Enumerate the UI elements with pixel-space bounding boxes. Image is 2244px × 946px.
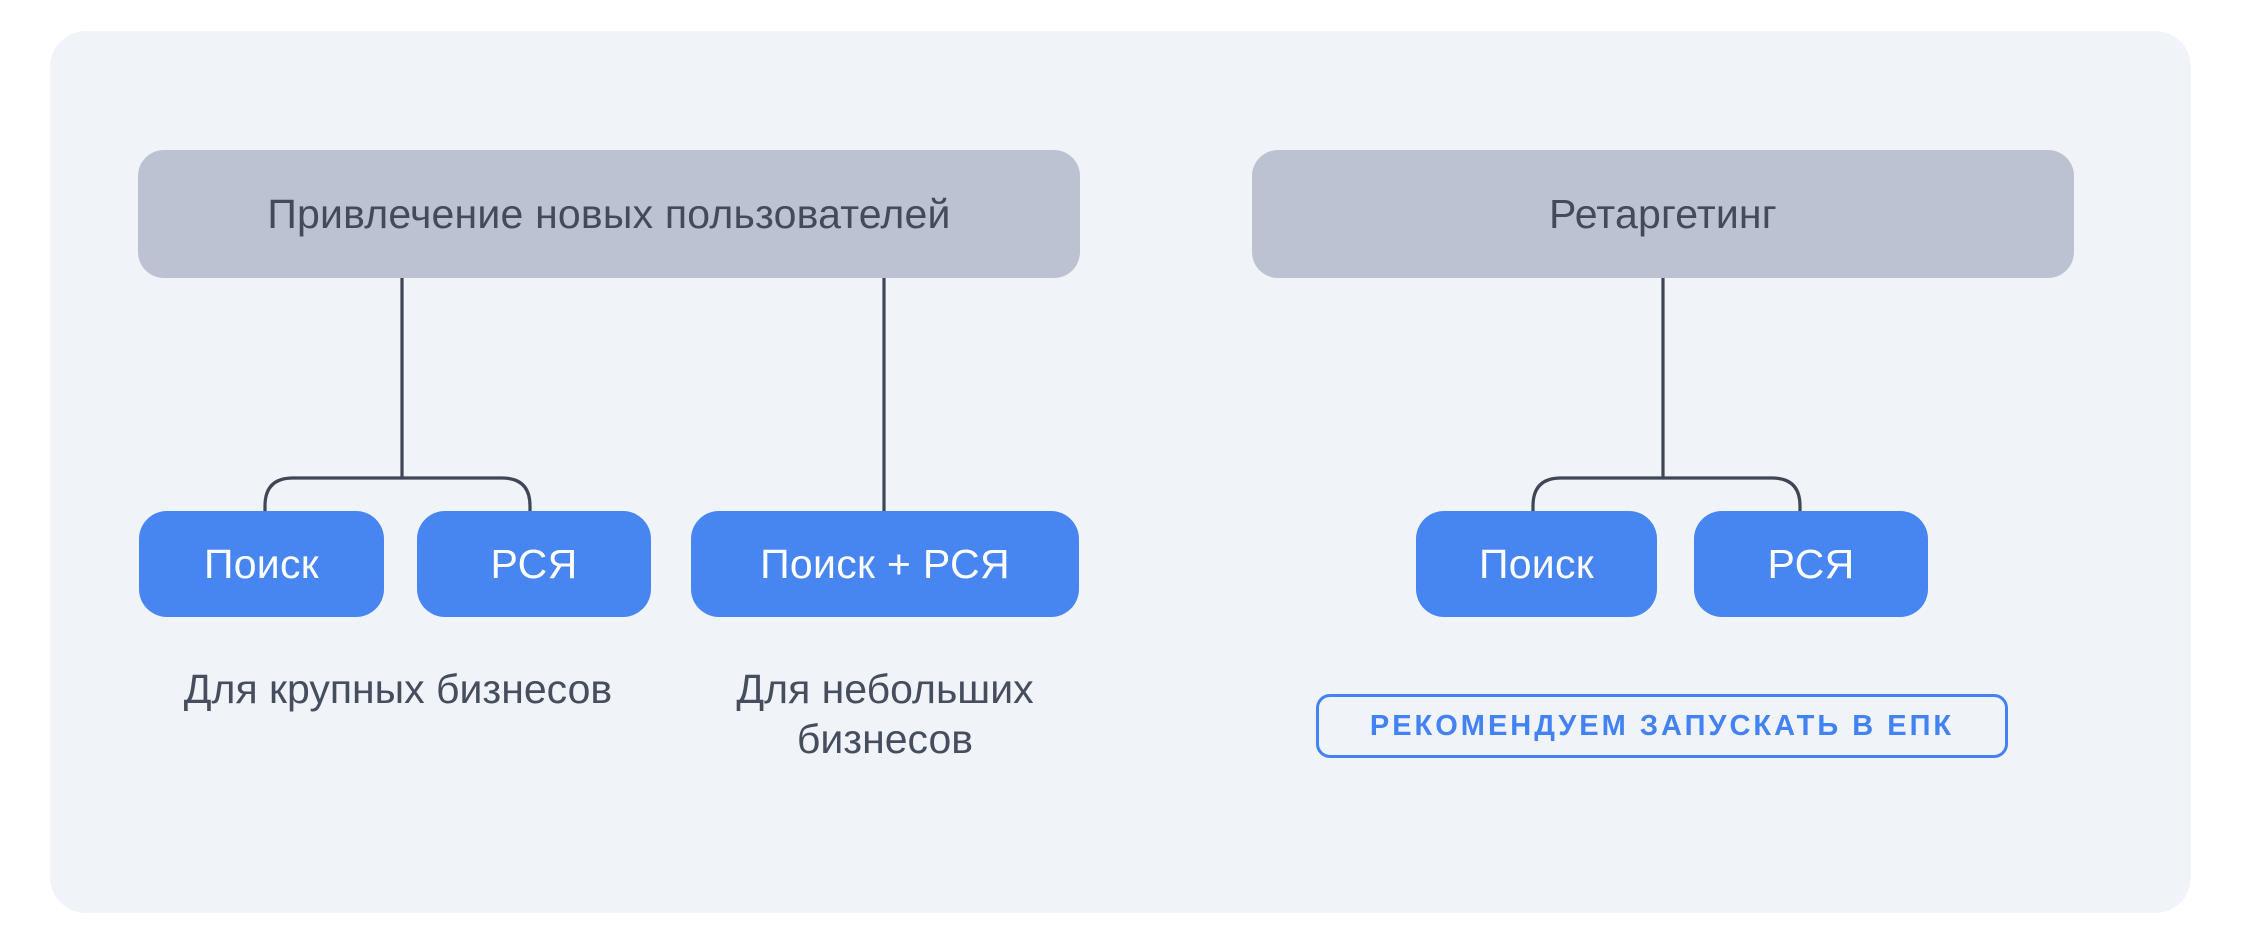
node-search-right-label: Поиск [1478,540,1595,587]
node-search-plus-rsya: Поиск + РСЯ [691,511,1079,617]
epk-recommendation-badge: РЕКОМЕНДУЕМ ЗАПУСКАТЬ В ЕПК [1316,694,2008,758]
node-search-left: Поиск [139,511,384,617]
note-large-business: Для крупных бизнесов [183,666,613,712]
node-search-plus-rsya-label: Поиск + РСЯ [760,540,1010,587]
node-rsya-left: РСЯ [417,511,651,617]
node-retargeting: Ретаргетинг [1252,150,2074,278]
node-retargeting-label: Ретаргетинг [1549,190,1777,237]
note-small-business: Для небольших бизнесов [736,666,1034,763]
node-search-right: Поиск [1416,511,1657,617]
node-new-users-label: Привлечение новых пользователей [267,190,951,237]
node-new-users: Привлечение новых пользователей [138,150,1080,278]
node-rsya-left-label: РСЯ [490,540,578,587]
node-search-left-label: Поиск [203,540,320,587]
node-rsya-right: РСЯ [1694,511,1928,617]
node-rsya-right-label: РСЯ [1767,540,1855,587]
